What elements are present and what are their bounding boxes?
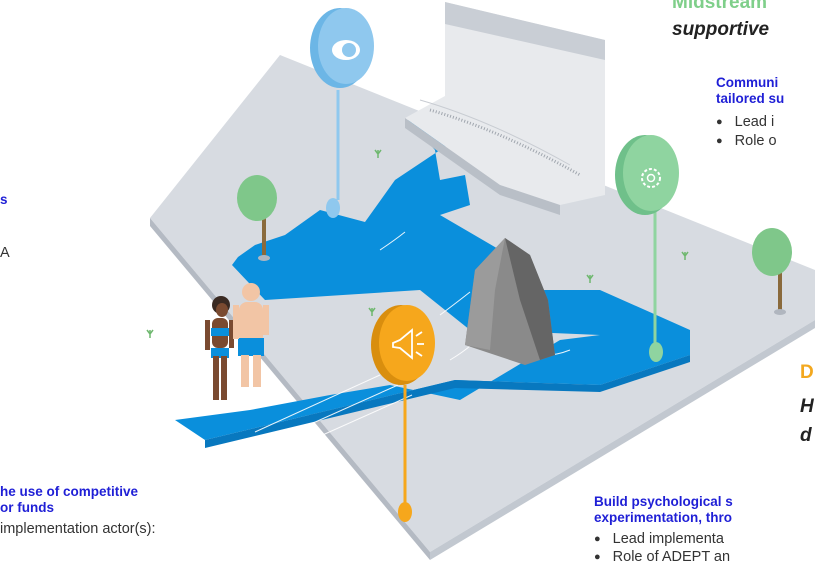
bottom-right-bold-1: Build psychological s	[594, 494, 733, 509]
bottom-left-line3: implementation actor(s):	[0, 521, 156, 537]
megaphone-icon	[392, 328, 424, 360]
grass-sprouts	[146, 149, 689, 338]
blue-pin	[310, 8, 374, 218]
midstream-bullet-1: Lead i	[716, 113, 775, 132]
river	[175, 110, 690, 448]
bottom-left-line1: he use of competitive	[0, 484, 139, 499]
tree-left	[237, 175, 277, 261]
left-fragment-a: A	[0, 245, 10, 261]
midstream-subtitle-line2: tailored su	[716, 91, 785, 106]
dam-structure	[405, 2, 605, 215]
green-pin	[615, 135, 679, 362]
woman-figure	[205, 296, 234, 400]
man-figure	[233, 283, 269, 387]
midstream-subheading: supportive	[672, 19, 770, 40]
midstream-subtitle-line1: Communi	[716, 75, 779, 90]
bottom-right-bold-2: experimentation, thro	[594, 510, 733, 525]
toggle-icon	[332, 40, 360, 60]
bottom-right-bullet-2: Role of ADEPT an	[594, 548, 730, 567]
bottom-right-italic-2: d	[800, 425, 812, 446]
gear-icon	[641, 168, 661, 188]
bottom-right-bullet-1: Lead implementa	[594, 530, 724, 549]
bottom-left-line2: or funds	[0, 500, 54, 515]
rock	[465, 238, 555, 365]
bottom-right-heading: D	[800, 362, 814, 383]
bottom-right-italic-1: H	[800, 396, 814, 417]
orange-pin	[371, 305, 435, 522]
midstream-heading: Midstream	[672, 0, 768, 13]
midstream-bullet-2: Role o	[716, 132, 777, 151]
tree-right	[752, 228, 792, 315]
left-fragment-s: s	[0, 192, 8, 207]
